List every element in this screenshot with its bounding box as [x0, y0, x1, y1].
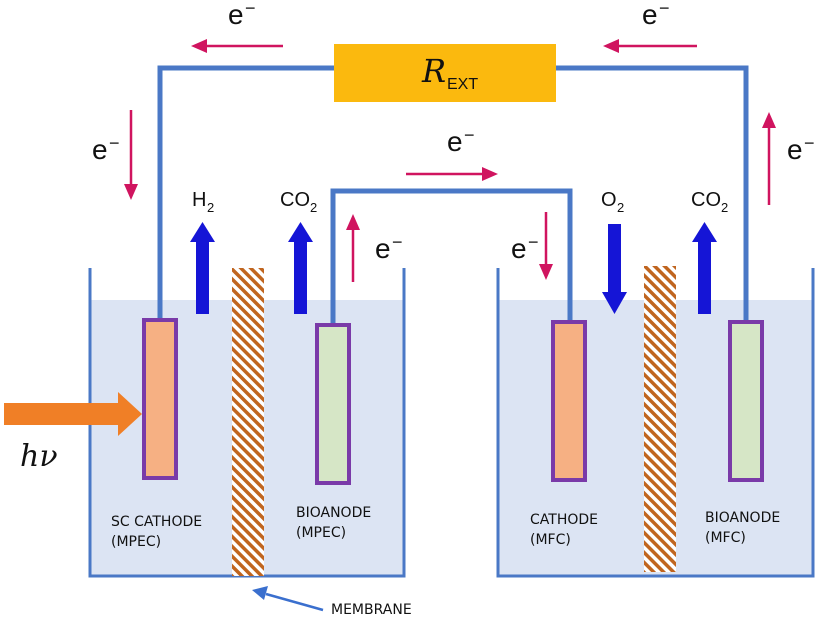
resistor-box [334, 44, 556, 102]
svg-text:O: O [601, 189, 617, 211]
h2-arrow [190, 222, 215, 314]
electron-label-mfc-cathode: e − [511, 232, 539, 264]
mfc-cathode-electrode [551, 320, 587, 482]
svg-text:CO: CO [691, 189, 721, 211]
resistor-symbol: R [421, 52, 446, 90]
svg-text:(MPEC): (MPEC) [296, 525, 346, 541]
svg-text:−: − [659, 0, 670, 18]
svg-text:−: − [464, 125, 475, 145]
svg-text:(MFC): (MFC) [705, 530, 746, 546]
mpec-bioanode-label: BIOANODE (MPEC) [296, 505, 371, 541]
svg-text:SC CATHODE: SC CATHODE [111, 514, 202, 530]
mpec-bioanode-electrode [315, 323, 351, 485]
mfc-membrane [644, 266, 676, 572]
co2-right-label: CO 2 [691, 189, 728, 215]
svg-text:BIOANODE: BIOANODE [296, 505, 371, 521]
electron-label-left-wire: e − [92, 133, 120, 165]
electron-arrow-right-wire [762, 112, 776, 205]
svg-text:BIOANODE: BIOANODE [705, 510, 780, 526]
co2-left-label: CO 2 [280, 189, 317, 215]
external-resistor: R EXT [334, 44, 556, 102]
mfc-tank-outline [496, 268, 815, 578]
svg-text:−: − [245, 0, 256, 18]
light-arrow [4, 392, 142, 436]
electron-arrow-top-left [191, 39, 283, 53]
svg-text:e: e [447, 126, 463, 157]
membrane-label: MEMBRANE [331, 602, 412, 618]
electron-arrow-bridge [406, 167, 498, 181]
sc-cathode-electrode [142, 318, 178, 480]
electron-arrow-mpec-bioanode [346, 214, 360, 282]
electron-label-mpec-bioanode: e − [375, 232, 403, 264]
electron-label-bridge: e − [447, 125, 475, 157]
electron-arrow-top-right [603, 39, 697, 53]
resistor-subscript: EXT [447, 76, 478, 93]
co2-right-arrow [692, 222, 717, 314]
gas-arrows [190, 222, 717, 314]
svg-text:2: 2 [310, 200, 317, 215]
svg-text:e: e [375, 233, 391, 264]
membrane-pointer-arrow [252, 586, 324, 612]
outer-wire-right [556, 65, 749, 322]
electron-label-top-right: e − [642, 0, 670, 30]
svg-text:−: − [528, 232, 539, 252]
svg-text:H: H [192, 189, 206, 211]
svg-text:−: − [109, 133, 120, 153]
svg-text:(MFC): (MFC) [530, 532, 571, 548]
mpec-membrane [232, 268, 264, 576]
electron-arrow-mfc-cathode [539, 212, 553, 280]
svg-text:2: 2 [721, 200, 728, 215]
svg-text:2: 2 [617, 200, 624, 215]
svg-text:(MPEC): (MPEC) [111, 534, 161, 550]
light-label: hν [20, 439, 58, 474]
electron-label-top-left: e − [228, 0, 256, 30]
o2-label: O 2 [601, 189, 624, 215]
svg-text:e: e [787, 134, 803, 165]
mfc-cathode-label: CATHODE (MFC) [530, 512, 598, 548]
svg-text:−: − [804, 133, 815, 153]
electron-arrow-left-wire [124, 110, 138, 200]
svg-text:2: 2 [207, 200, 214, 215]
svg-text:e: e [228, 0, 244, 30]
electron-label-right-wire: e − [787, 133, 815, 165]
mfc-bioanode-label: BIOANODE (MFC) [705, 510, 780, 546]
sc-cathode-label: SC CATHODE (MPEC) [111, 514, 202, 550]
svg-text:e: e [92, 134, 108, 165]
svg-text:−: − [392, 232, 403, 252]
bridge-wire [330, 188, 573, 325]
co2-left-arrow [288, 222, 313, 314]
svg-text:e: e [642, 0, 658, 30]
svg-text:e: e [511, 233, 527, 264]
svg-text:CO: CO [280, 189, 310, 211]
h2-label: H 2 [192, 189, 214, 215]
svg-text:CATHODE: CATHODE [530, 512, 598, 528]
mfc-bioanode-electrode [728, 320, 764, 482]
external-circuit-wire [157, 65, 749, 325]
outer-wire [157, 65, 334, 320]
o2-arrow [602, 224, 627, 314]
electron-flow-arrows [124, 39, 776, 282]
